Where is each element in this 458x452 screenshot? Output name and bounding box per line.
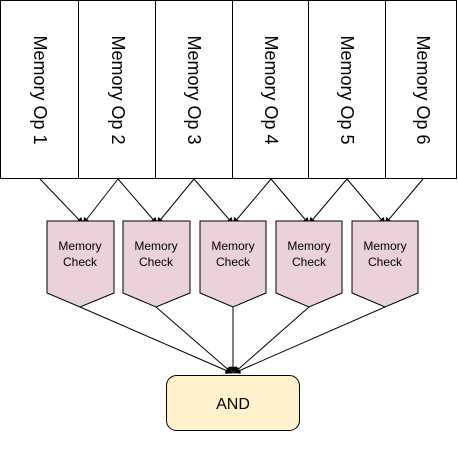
memory-op-3: Memory Op 3 [155, 0, 233, 179]
memory-op-box [232, 0, 309, 179]
edge-op5-check5 [346, 178, 386, 225]
memory-check-row: Memory Check Memory Check Memory Check M… [46, 220, 419, 308]
memory-op-label: Memory Op 3 [184, 35, 204, 144]
memory-op-label: Memory Op 6 [413, 35, 433, 144]
edge-op2-check2 [117, 178, 158, 225]
memory-check-shape [46, 220, 115, 308]
edge-check4-and [233, 306, 310, 374]
edge-op4-check4 [270, 178, 310, 225]
memory-op-1: Memory Op 1 [0, 0, 79, 179]
edge-op5-check4 [308, 178, 348, 225]
memory-op-label: Memory Op 2 [108, 35, 128, 144]
edge-check1-and [79, 306, 233, 374]
memory-check-shape [122, 220, 191, 308]
memory-check-label-line1: Memory [363, 239, 406, 253]
memory-check-label-line2: Check [139, 255, 174, 269]
memory-op-2: Memory Op 2 [78, 0, 156, 179]
memory-op-row: Memory Op 1 Memory Op 2 Memory Op 3 Memo… [0, 0, 457, 179]
memory-check-label-line1: Memory [287, 239, 330, 253]
memory-op-label: Memory Op 1 [30, 35, 50, 144]
memory-check-label-line1: Memory [134, 239, 177, 253]
memory-op-4: Memory Op 4 [232, 0, 309, 179]
memory-check-3: Memory Check [199, 220, 267, 308]
memory-op-box [0, 0, 79, 179]
memory-check-label-line2: Check [292, 255, 327, 269]
memory-check-label-line1: Memory [58, 239, 101, 253]
edge-op4-check3 [232, 178, 272, 225]
memory-check-4: Memory Check [275, 220, 343, 308]
edge-check5-and [233, 306, 386, 374]
memory-op-box [308, 0, 386, 179]
edge-op6-check5 [384, 178, 424, 225]
memory-op-label: Memory Op 5 [337, 35, 357, 144]
memory-check-label-line2: Check [63, 255, 98, 269]
memory-check-label-line1: Memory [211, 239, 254, 253]
edge-op3-check2 [156, 178, 195, 225]
memory-op-5: Memory Op 5 [308, 0, 386, 179]
edges [39, 178, 424, 374]
memory-check-label-line2: Check [368, 255, 403, 269]
memory-check-shape [199, 220, 267, 308]
memory-op-6: Memory Op 6 [385, 0, 457, 179]
edge-check2-and [155, 306, 233, 374]
memory-check-5: Memory Check [351, 220, 419, 308]
memory-check-shape [351, 220, 419, 308]
edge-op1-check1 [39, 178, 84, 225]
memory-op-box [385, 0, 457, 179]
and-label: AND [216, 396, 250, 413]
memory-op-box [155, 0, 233, 179]
memory-check-shape [275, 220, 343, 308]
and-box [166, 375, 300, 431]
edge-op3-check3 [193, 178, 234, 225]
and-node: AND [166, 375, 300, 431]
memory-check-1: Memory Check [46, 220, 115, 308]
edge-op2-check1 [82, 178, 119, 225]
memory-check-label-line2: Check [216, 255, 251, 269]
memory-op-label: Memory Op 4 [261, 35, 281, 144]
memory-check-2: Memory Check [122, 220, 191, 308]
